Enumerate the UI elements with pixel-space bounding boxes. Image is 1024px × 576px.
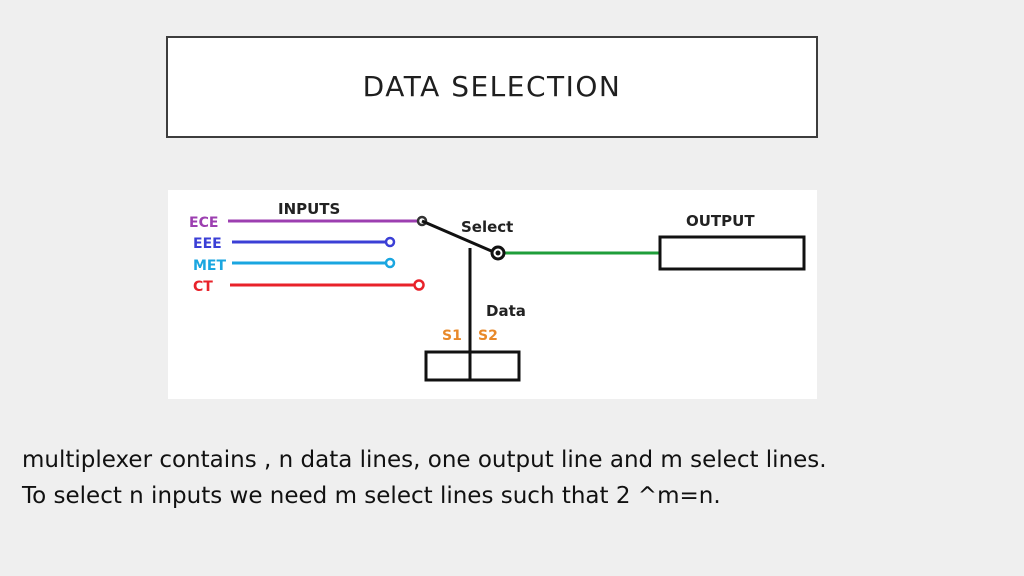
input-terminal-ct bbox=[413, 279, 425, 291]
slide-title: DATA SELECTION bbox=[362, 69, 622, 103]
input-terminal-met bbox=[384, 257, 396, 269]
inputs-label: INPUTS bbox=[278, 200, 340, 218]
input-label-ct: CT bbox=[193, 279, 213, 295]
body-line-1: multiplexer contains , n data lines, one… bbox=[22, 447, 827, 473]
body-line-2: To select n inputs we need m select line… bbox=[22, 483, 721, 509]
output-box bbox=[658, 235, 806, 271]
data-label: Data bbox=[486, 302, 526, 320]
multiplexer-diagram: INPUTS ECE EEE MET CT Select bbox=[168, 190, 817, 399]
output-label: OUTPUT bbox=[686, 212, 755, 230]
select-label: Select bbox=[461, 218, 513, 236]
input-label-ece: ECE bbox=[189, 215, 218, 231]
input-terminal-eee bbox=[384, 236, 396, 248]
multiplexer-svg: INPUTS ECE EEE MET CT Select bbox=[189, 200, 806, 382]
select-box-s1 bbox=[424, 350, 472, 382]
input-label-met: MET bbox=[193, 258, 226, 274]
s1-label: S1 bbox=[442, 328, 462, 344]
body-text: multiplexer contains , n data lines, one… bbox=[22, 442, 1002, 514]
title-box: DATA SELECTION bbox=[166, 36, 818, 138]
s2-label: S2 bbox=[478, 328, 498, 344]
select-pivot-center bbox=[495, 250, 501, 256]
input-label-eee: EEE bbox=[193, 236, 222, 252]
select-box-s2 bbox=[468, 350, 521, 382]
switch-arm bbox=[421, 219, 497, 255]
